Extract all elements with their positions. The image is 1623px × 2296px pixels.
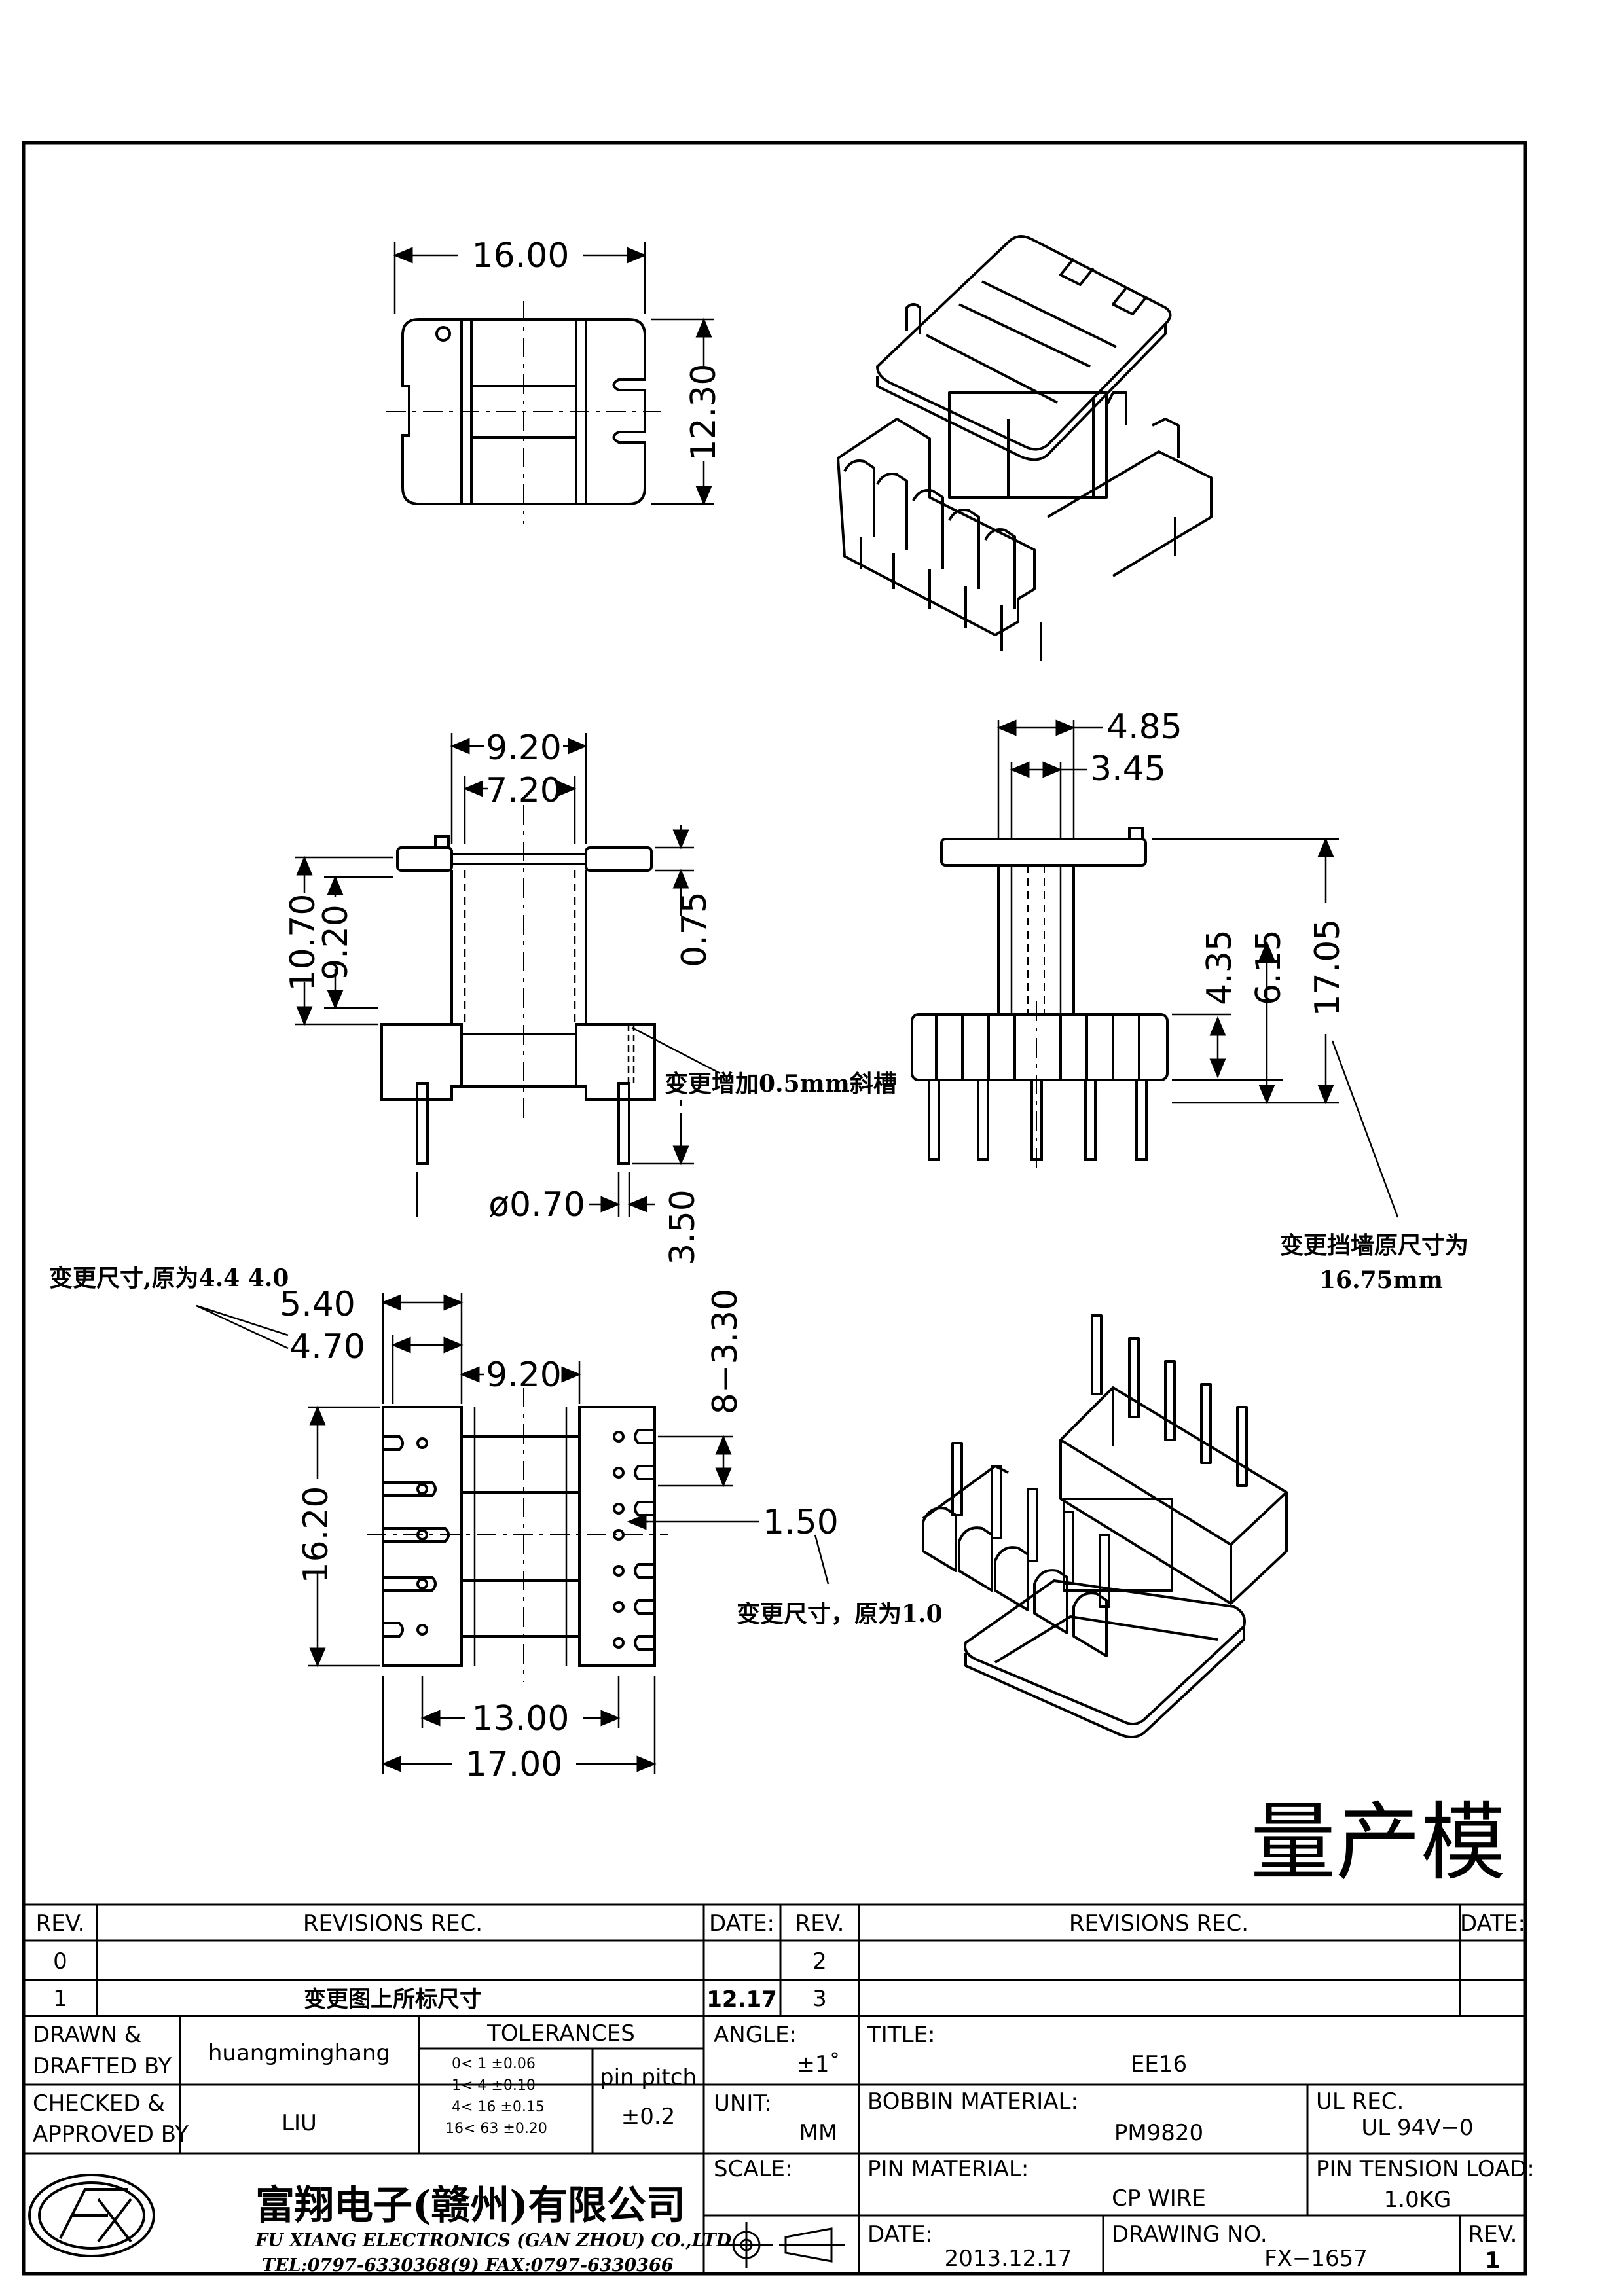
- bobbin-material-value: PM9820: [1114, 2120, 1203, 2146]
- dim-bottom-13-00: 13.00: [472, 1699, 570, 1738]
- mass-production-stamp: 量产模: [1250, 1793, 1506, 1892]
- rev-3: 3: [812, 1986, 827, 2012]
- title-label: TITLE:: [867, 2022, 935, 2048]
- company-contact: TEL:0797-6330368(9) FAX:0797-6330366: [262, 2255, 674, 2276]
- isometric-view-top: [837, 235, 1213, 661]
- bottom-view: [367, 1388, 668, 1682]
- isometric-view-bottom: [922, 1314, 1288, 1738]
- side-view: [911, 827, 1169, 1172]
- angle-value: ±1˚: [796, 2051, 840, 2077]
- pin-tension-label: PIN TENSION LOAD:: [1316, 2156, 1535, 2182]
- bottom-view-dims: [196, 1293, 830, 1774]
- wall-change-note-value: 16.75mm: [1319, 1266, 1443, 1294]
- wall-change-note: 变更挡墙原尺寸为: [1280, 1232, 1468, 1259]
- checked-by: LIU: [282, 2110, 317, 2136]
- slot-change-note: 变更增加0.5mm斜槽: [665, 1070, 897, 1098]
- rev-header: REV.: [36, 1910, 85, 1937]
- ul-rec-label: UL REC.: [1316, 2089, 1404, 2115]
- front-view: [380, 805, 656, 1165]
- date-header-2: DATE:: [1460, 1910, 1525, 1937]
- rev-label: REV.: [1468, 2221, 1518, 2248]
- dim-side-6-15: 6.15: [1249, 929, 1288, 1005]
- dim-front-9-20-v: 9.20: [316, 905, 356, 980]
- revisions-header: REVISIONS REC.: [303, 1910, 483, 1937]
- scale-label: SCALE:: [714, 2156, 792, 2182]
- dim-top-width: 16.00: [472, 236, 570, 276]
- rev-2: 2: [812, 1948, 827, 1975]
- dim-front-7-20: 7.20: [486, 771, 562, 810]
- dim-side-4-35: 4.35: [1200, 929, 1239, 1005]
- company-logo-icon: [28, 2174, 155, 2257]
- dim-pin-length: 3.50: [663, 1189, 702, 1265]
- dim-bottom-17-00: 17.00: [465, 1745, 563, 1784]
- tolerances-label: TOLERANCES: [486, 2020, 635, 2047]
- rev-1-date: 12.17: [706, 1986, 777, 2013]
- drawn-label-1: DRAWN &: [33, 2022, 141, 2048]
- tolerance-row-1: 0< 1 ±0.06: [452, 2056, 536, 2072]
- top-view-dims: [393, 242, 714, 506]
- dim-bottom-4-70: 4.70: [289, 1327, 365, 1367]
- dim-bottom-1-50: 1.50: [763, 1503, 839, 1542]
- front-view-dims: [295, 733, 721, 1217]
- dim-bottom-16-20: 16.20: [297, 1486, 336, 1584]
- ul-rec-value: UL 94V−0: [1361, 2115, 1473, 2141]
- company-name-en: FU XIANG ELECTRONICS (GAN ZHOU) CO.,LTD.: [255, 2231, 737, 2251]
- dim-front-10-70: 10.70: [283, 894, 323, 992]
- drawing-border: [22, 141, 1527, 2276]
- unit-value: MM: [799, 2120, 838, 2146]
- bobbin-material-label: BOBBIN MATERIAL:: [867, 2089, 1078, 2115]
- company-name-cn: 富翔电子(赣州)有限公司: [255, 2183, 685, 2229]
- size-change-note-2: 变更尺寸，原为1.0: [737, 1600, 943, 1628]
- drawing-no-value: FX−1657: [1264, 2246, 1368, 2272]
- angle-label: ANGLE:: [714, 2022, 797, 2048]
- rev-0: 0: [53, 1948, 67, 1975]
- pin-pitch-value: ±0.2: [621, 2104, 676, 2130]
- checked-label-1: CHECKED &: [33, 2090, 165, 2117]
- drawn-label-2: DRAFTED BY: [33, 2053, 172, 2079]
- size-change-note: 变更尺寸,原为4.4 4.0: [49, 1265, 289, 1292]
- revisions-header-2: REVISIONS REC.: [1069, 1910, 1249, 1937]
- rev-1: 1: [53, 1986, 67, 2012]
- date-label: DATE:: [867, 2221, 933, 2248]
- dim-bottom-8x3-30: 8−3.30: [706, 1289, 745, 1414]
- rev-header-2: REV.: [795, 1910, 845, 1937]
- drawn-by: huangminghang: [208, 2040, 390, 2066]
- rev-1-description: 变更图上所标尺寸: [304, 1986, 482, 2013]
- dim-pin-diameter: ø0.70: [488, 1185, 585, 1225]
- tolerance-row-3: 4< 16 ±0.15: [452, 2099, 545, 2115]
- tolerance-row-2: 1< 4 ±0.10: [452, 2077, 536, 2094]
- projection-symbol-icon: [720, 2222, 845, 2268]
- side-view-dims: [996, 719, 1399, 1218]
- dim-side-3-45: 3.45: [1090, 749, 1166, 789]
- title-value: EE16: [1131, 2051, 1187, 2077]
- pin-pitch-label: pin pitch: [600, 2064, 697, 2090]
- checked-label-2: APPROVED BY: [33, 2121, 189, 2147]
- dim-bottom-9-20: 9.20: [486, 1355, 562, 1395]
- rev-value: 1: [1485, 2248, 1501, 2274]
- date-value: 2013.12.17: [945, 2246, 1072, 2272]
- pin-material-label: PIN MATERIAL:: [867, 2156, 1029, 2182]
- unit-label: UNIT:: [714, 2090, 772, 2117]
- title-block-lines: [22, 1903, 1525, 2274]
- dim-top-height: 12.30: [684, 364, 723, 461]
- drawing-no-label: DRAWING NO.: [1112, 2221, 1267, 2248]
- tolerance-row-4: 16< 63 ±0.20: [445, 2121, 547, 2137]
- dim-side-4-85: 4.85: [1106, 708, 1182, 747]
- top-view: [386, 301, 661, 524]
- dim-front-9-20: 9.20: [486, 728, 562, 768]
- date-header: DATE:: [709, 1910, 775, 1937]
- dim-side-17-05: 17.05: [1308, 919, 1347, 1016]
- pin-tension-value: 1.0KG: [1384, 2187, 1451, 2213]
- dim-bottom-5-40: 5.40: [280, 1285, 356, 1324]
- pin-material-value: CP WIRE: [1112, 2185, 1206, 2212]
- dim-front-0-75: 0.75: [675, 891, 714, 967]
